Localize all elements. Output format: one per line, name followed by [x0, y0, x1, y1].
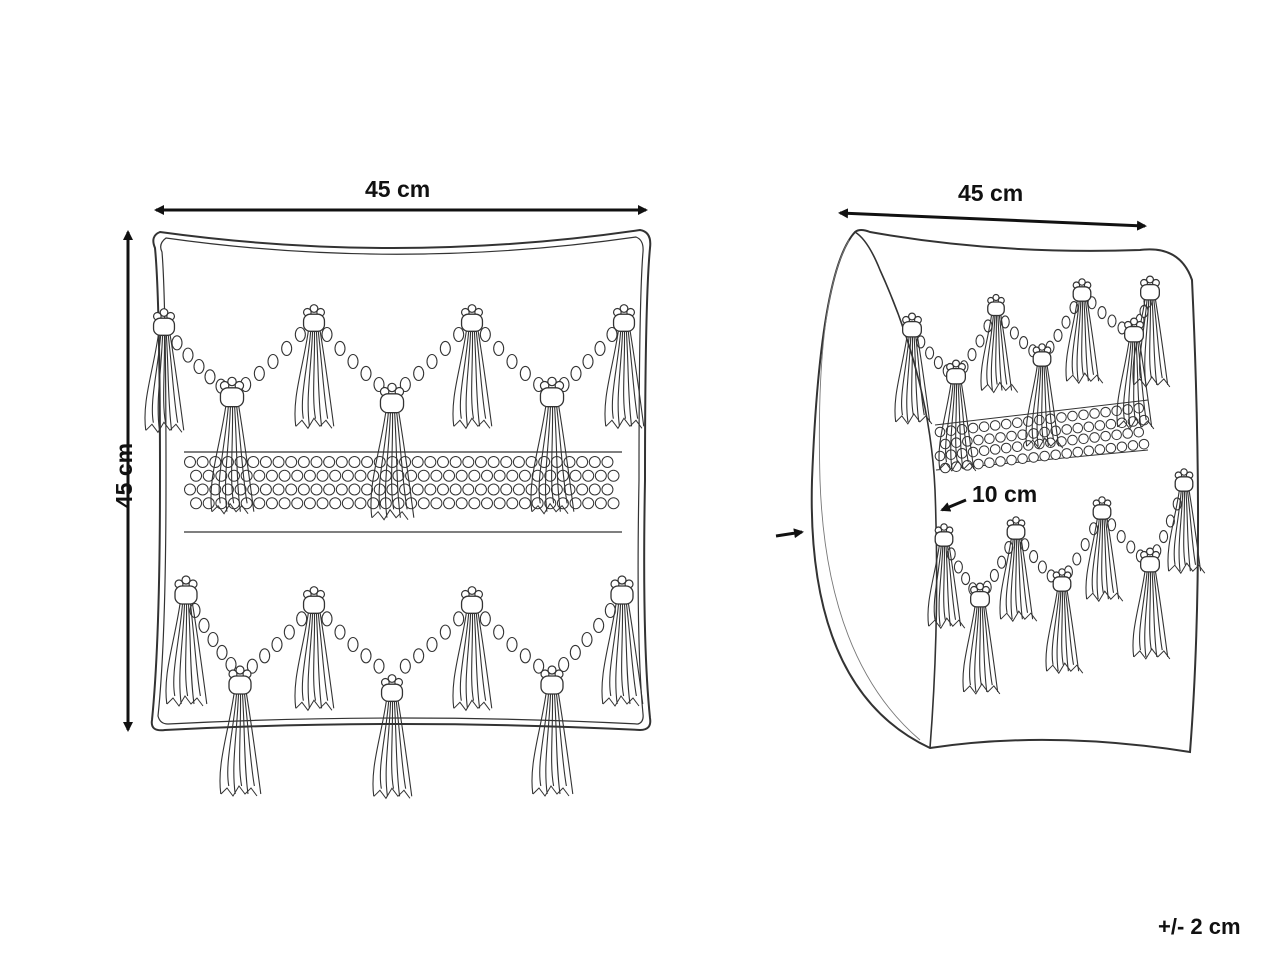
tassel: [370, 382, 415, 521]
tassel: [927, 523, 966, 630]
tassel: [1065, 278, 1104, 385]
front-tassels: [144, 304, 645, 800]
front-top-bead-garland: [171, 326, 618, 394]
tassel: [1116, 317, 1155, 430]
side-cushion-end-panel: [854, 231, 938, 749]
tassel: [294, 586, 335, 712]
tassel: [219, 665, 262, 797]
tassel: [1132, 275, 1171, 388]
tassel: [1025, 343, 1064, 450]
tassel: [999, 516, 1038, 623]
front-width-label: 45 cm: [365, 176, 431, 202]
tassel: [165, 575, 208, 707]
front-cushion-piping: [157, 236, 644, 725]
front-cushion-outline: [150, 228, 652, 732]
tassel: [210, 376, 255, 515]
tassel: [531, 665, 574, 797]
tassel: [452, 304, 493, 430]
side-tassels: [894, 275, 1206, 695]
side-cushion-outline: [810, 229, 1200, 754]
depth-arrow-left: [775, 528, 804, 539]
tassel: [601, 575, 644, 707]
front-bottom-bead-garland: [189, 602, 616, 674]
tassel: [372, 674, 413, 800]
tassel: [894, 312, 933, 425]
tassel: [980, 293, 1019, 394]
tolerance-label: +/- 2 cm: [1158, 914, 1241, 939]
side-width-label: 45 cm: [958, 180, 1024, 206]
tassel: [1132, 547, 1171, 660]
tassel: [144, 308, 185, 434]
tassel: [452, 586, 493, 712]
side-view-cushion: [810, 229, 1206, 754]
front-view-cushion: [144, 228, 652, 800]
tassel: [938, 359, 977, 472]
tassel: [604, 304, 645, 430]
tassel: [530, 376, 575, 515]
depth-label: 10 cm: [972, 481, 1038, 507]
tassel: [962, 582, 1001, 695]
tassel: [1167, 468, 1206, 575]
side-width-arrow: [838, 208, 1147, 231]
tassel: [294, 304, 335, 430]
tassel: [1085, 496, 1124, 603]
depth-arrow-right: [940, 498, 967, 512]
tassel: [1045, 568, 1084, 675]
front-height-label: 45 cm: [111, 442, 138, 509]
